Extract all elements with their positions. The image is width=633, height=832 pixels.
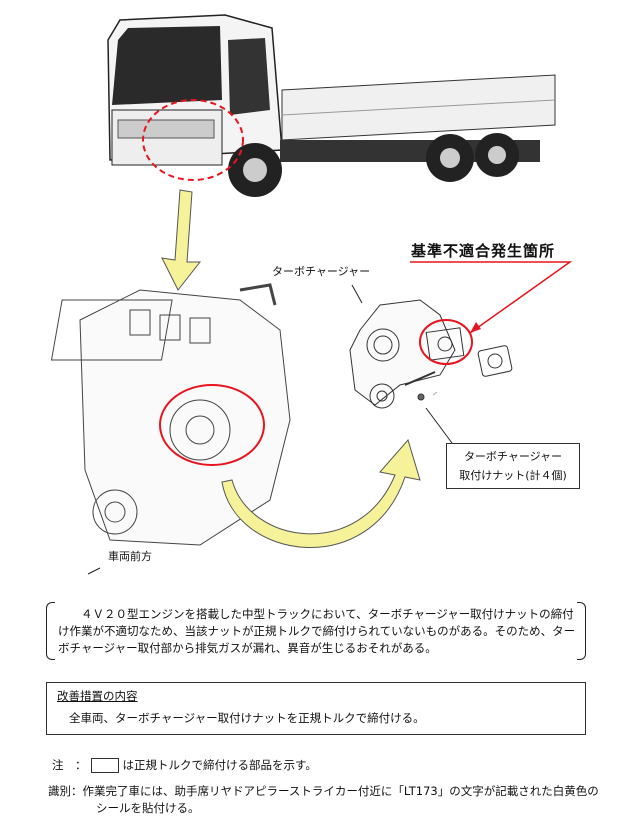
legend-box-icon [90,758,119,773]
identification: 識別：作業完了車には、助手席リヤドアピラーストライカー付近に「LT173」の文字… [48,783,608,817]
left-bracket [46,602,55,660]
ident-line1: 作業完了車には、助手席リヤドアピラーストライカー付近に「LT173」の文字が記載… [82,784,599,798]
nut-callout-line1: ターボチャージャー [463,450,563,463]
turbocharger-label: ターボチャージャー [272,265,371,278]
illustration [50,14,573,575]
description-text: ４Ｖ２０型エンジンを搭載した中型トラックにおいて、ターボチャージャー取付けナット… [58,607,576,655]
remedy-body: 全車両、ターボチャージャー取付けナットを正規トルクで締付ける。 [69,711,425,725]
note-text: は正規トルクで締付ける部品を示す。 [122,758,317,772]
vehicle-front-label: 車両前方 [108,550,152,563]
nut-callout: ターボチャージャー 取付けナット(計４個) [446,443,580,489]
nut-callout-line2: 取付けナット(計４個) [459,469,567,482]
note: 注 ： は正規トルクで締付ける部品を示す。 [52,757,317,774]
defect-description: ４Ｖ２０型エンジンを搭載した中型トラックにおいて、ターボチャージャー取付けナット… [46,600,586,660]
engine-illustration [50,283,291,546]
ident-line2: シールを貼付ける。 [96,801,200,815]
turbocharger-illustration [349,299,513,409]
curved-arrow-icon [221,438,421,548]
note-prefix: 注 ： [52,758,87,772]
right-bracket [577,602,586,660]
remedy-heading: 改善措置の内容 [57,689,138,703]
truck-illustration [107,14,556,197]
defect-location-label: 基準不適合発生箇所 [411,242,556,260]
arrow-down-icon [161,189,202,291]
ident-prefix: 識別： [48,784,83,798]
remedy-box: 改善措置の内容 全車両、ターボチャージャー取付けナットを正規トルクで締付ける。 [46,682,586,735]
